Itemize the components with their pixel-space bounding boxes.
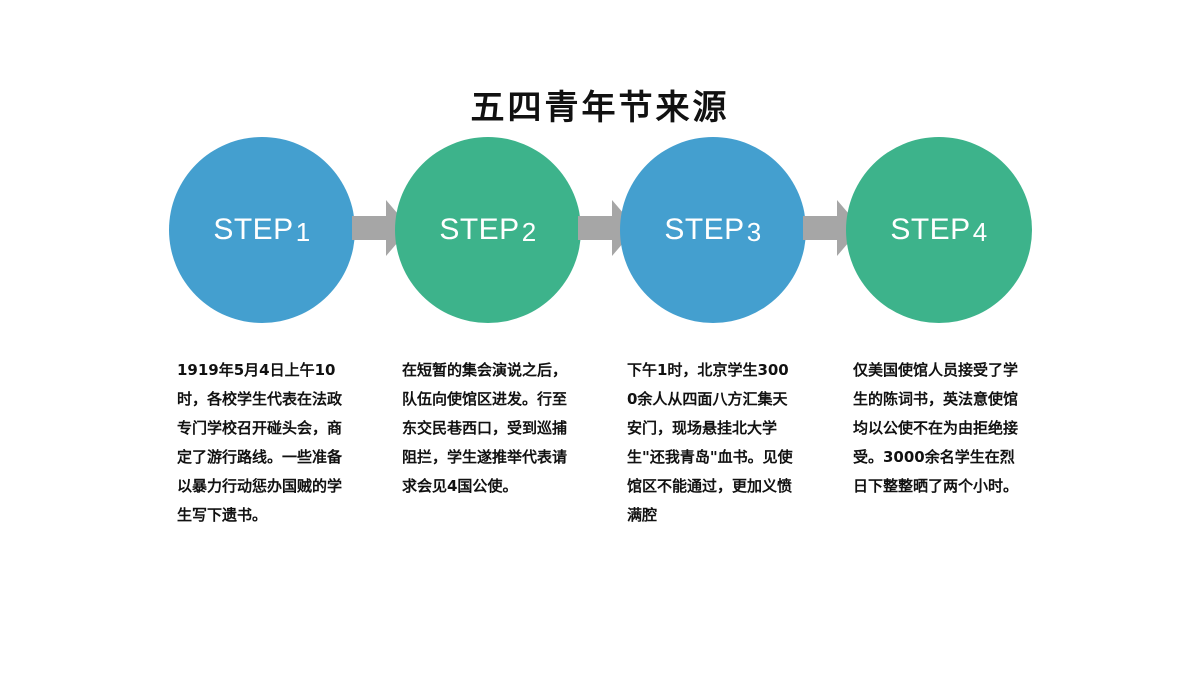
step-3-number: 3 xyxy=(746,216,762,247)
step-2-label: STEP xyxy=(439,213,520,246)
step-4-description: 仅美国使馆人员接受了学生的陈词书，英法意使馆均以公使不在为由拒绝接受。3000余… xyxy=(853,361,1019,495)
step-1-description: 1919年5月4日上午10时，各校学生代表在法政专门学校召开碰头会，商定了游行路… xyxy=(177,361,343,524)
step-3-description: 下午1时，北京学生3000余人从四面八方汇集天安门，现场悬挂北大学生"还我青岛"… xyxy=(627,361,793,524)
step-4-label: STEP xyxy=(890,213,971,246)
step-1-label: STEP xyxy=(213,213,294,246)
step-2-number: 2 xyxy=(521,216,537,247)
step-3-label: STEP xyxy=(664,213,745,246)
page-title: 五四青年节来源 xyxy=(470,88,730,128)
step-1-number: 1 xyxy=(295,216,311,247)
step-4-number: 4 xyxy=(972,216,988,247)
step-2-description: 在短暂的集会演说之后，队伍向使馆区进发。行至东交民巷西口，受到巡捕阻拦，学生遂推… xyxy=(402,361,568,495)
